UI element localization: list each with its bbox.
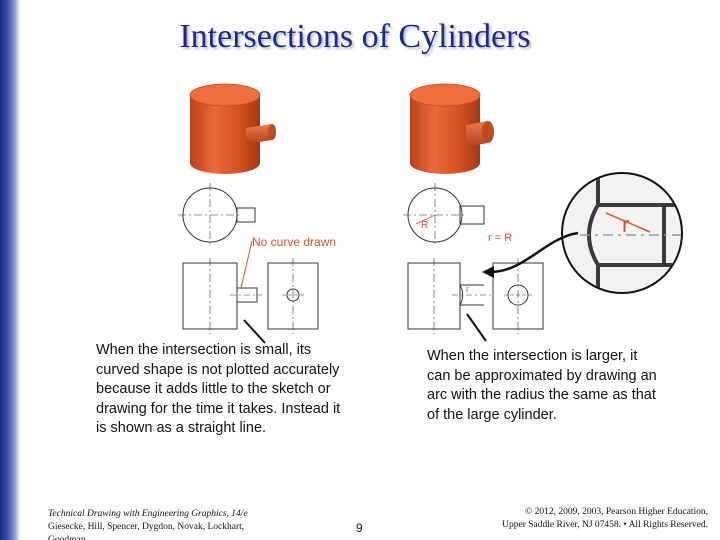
zoom-pointer-arrow bbox=[489, 231, 579, 274]
right-side-view bbox=[492, 258, 544, 334]
left-front-view bbox=[182, 258, 262, 334]
left-cylinder-3d bbox=[189, 83, 276, 174]
copyright-line-1: © 2012, 2009, 2003, Pearson Higher Educa… bbox=[525, 507, 708, 517]
right-top-view bbox=[403, 183, 485, 247]
copyright-line-2: Upper Saddle River, NJ 07458. • All Righ… bbox=[502, 520, 708, 530]
footer-book-title: Technical Drawing with Engineering Graph… bbox=[48, 509, 248, 519]
sidebar-gradient bbox=[0, 0, 20, 540]
right-front-view bbox=[407, 258, 492, 334]
left-side-view bbox=[267, 258, 319, 334]
zoom-pointer-arrowhead bbox=[482, 266, 494, 278]
zoom-r-label: r bbox=[622, 212, 629, 237]
left-caption: When the intersection is small, its curv… bbox=[96, 342, 341, 437]
right-caption-pointer bbox=[466, 313, 487, 342]
footer-book: Technical Drawing with Engineering Graph… bbox=[48, 508, 280, 540]
right-cylinder-3d bbox=[409, 83, 494, 174]
radius-r-label: r bbox=[466, 284, 469, 294]
footer-copyright: © 2012, 2009, 2003, Pearson Higher Educa… bbox=[502, 506, 708, 532]
slide-title: Intersections of Cylinders bbox=[179, 18, 531, 55]
radius-R-label: R bbox=[421, 220, 428, 231]
left-top-view bbox=[178, 183, 256, 247]
right-caption: When the intersection is larger, it can … bbox=[427, 348, 657, 423]
left-caption-pointer bbox=[243, 319, 266, 344]
zoom-detail: r bbox=[561, 172, 683, 294]
no-curve-leader bbox=[240, 240, 253, 289]
page-number: 9 bbox=[356, 521, 363, 535]
footer-authors: Giesecke, Hill, Spencer, Dygdon, Novak, … bbox=[48, 522, 245, 540]
r-equals-R-label: r = R bbox=[488, 232, 512, 244]
no-curve-label: No curve drawn bbox=[252, 235, 336, 249]
